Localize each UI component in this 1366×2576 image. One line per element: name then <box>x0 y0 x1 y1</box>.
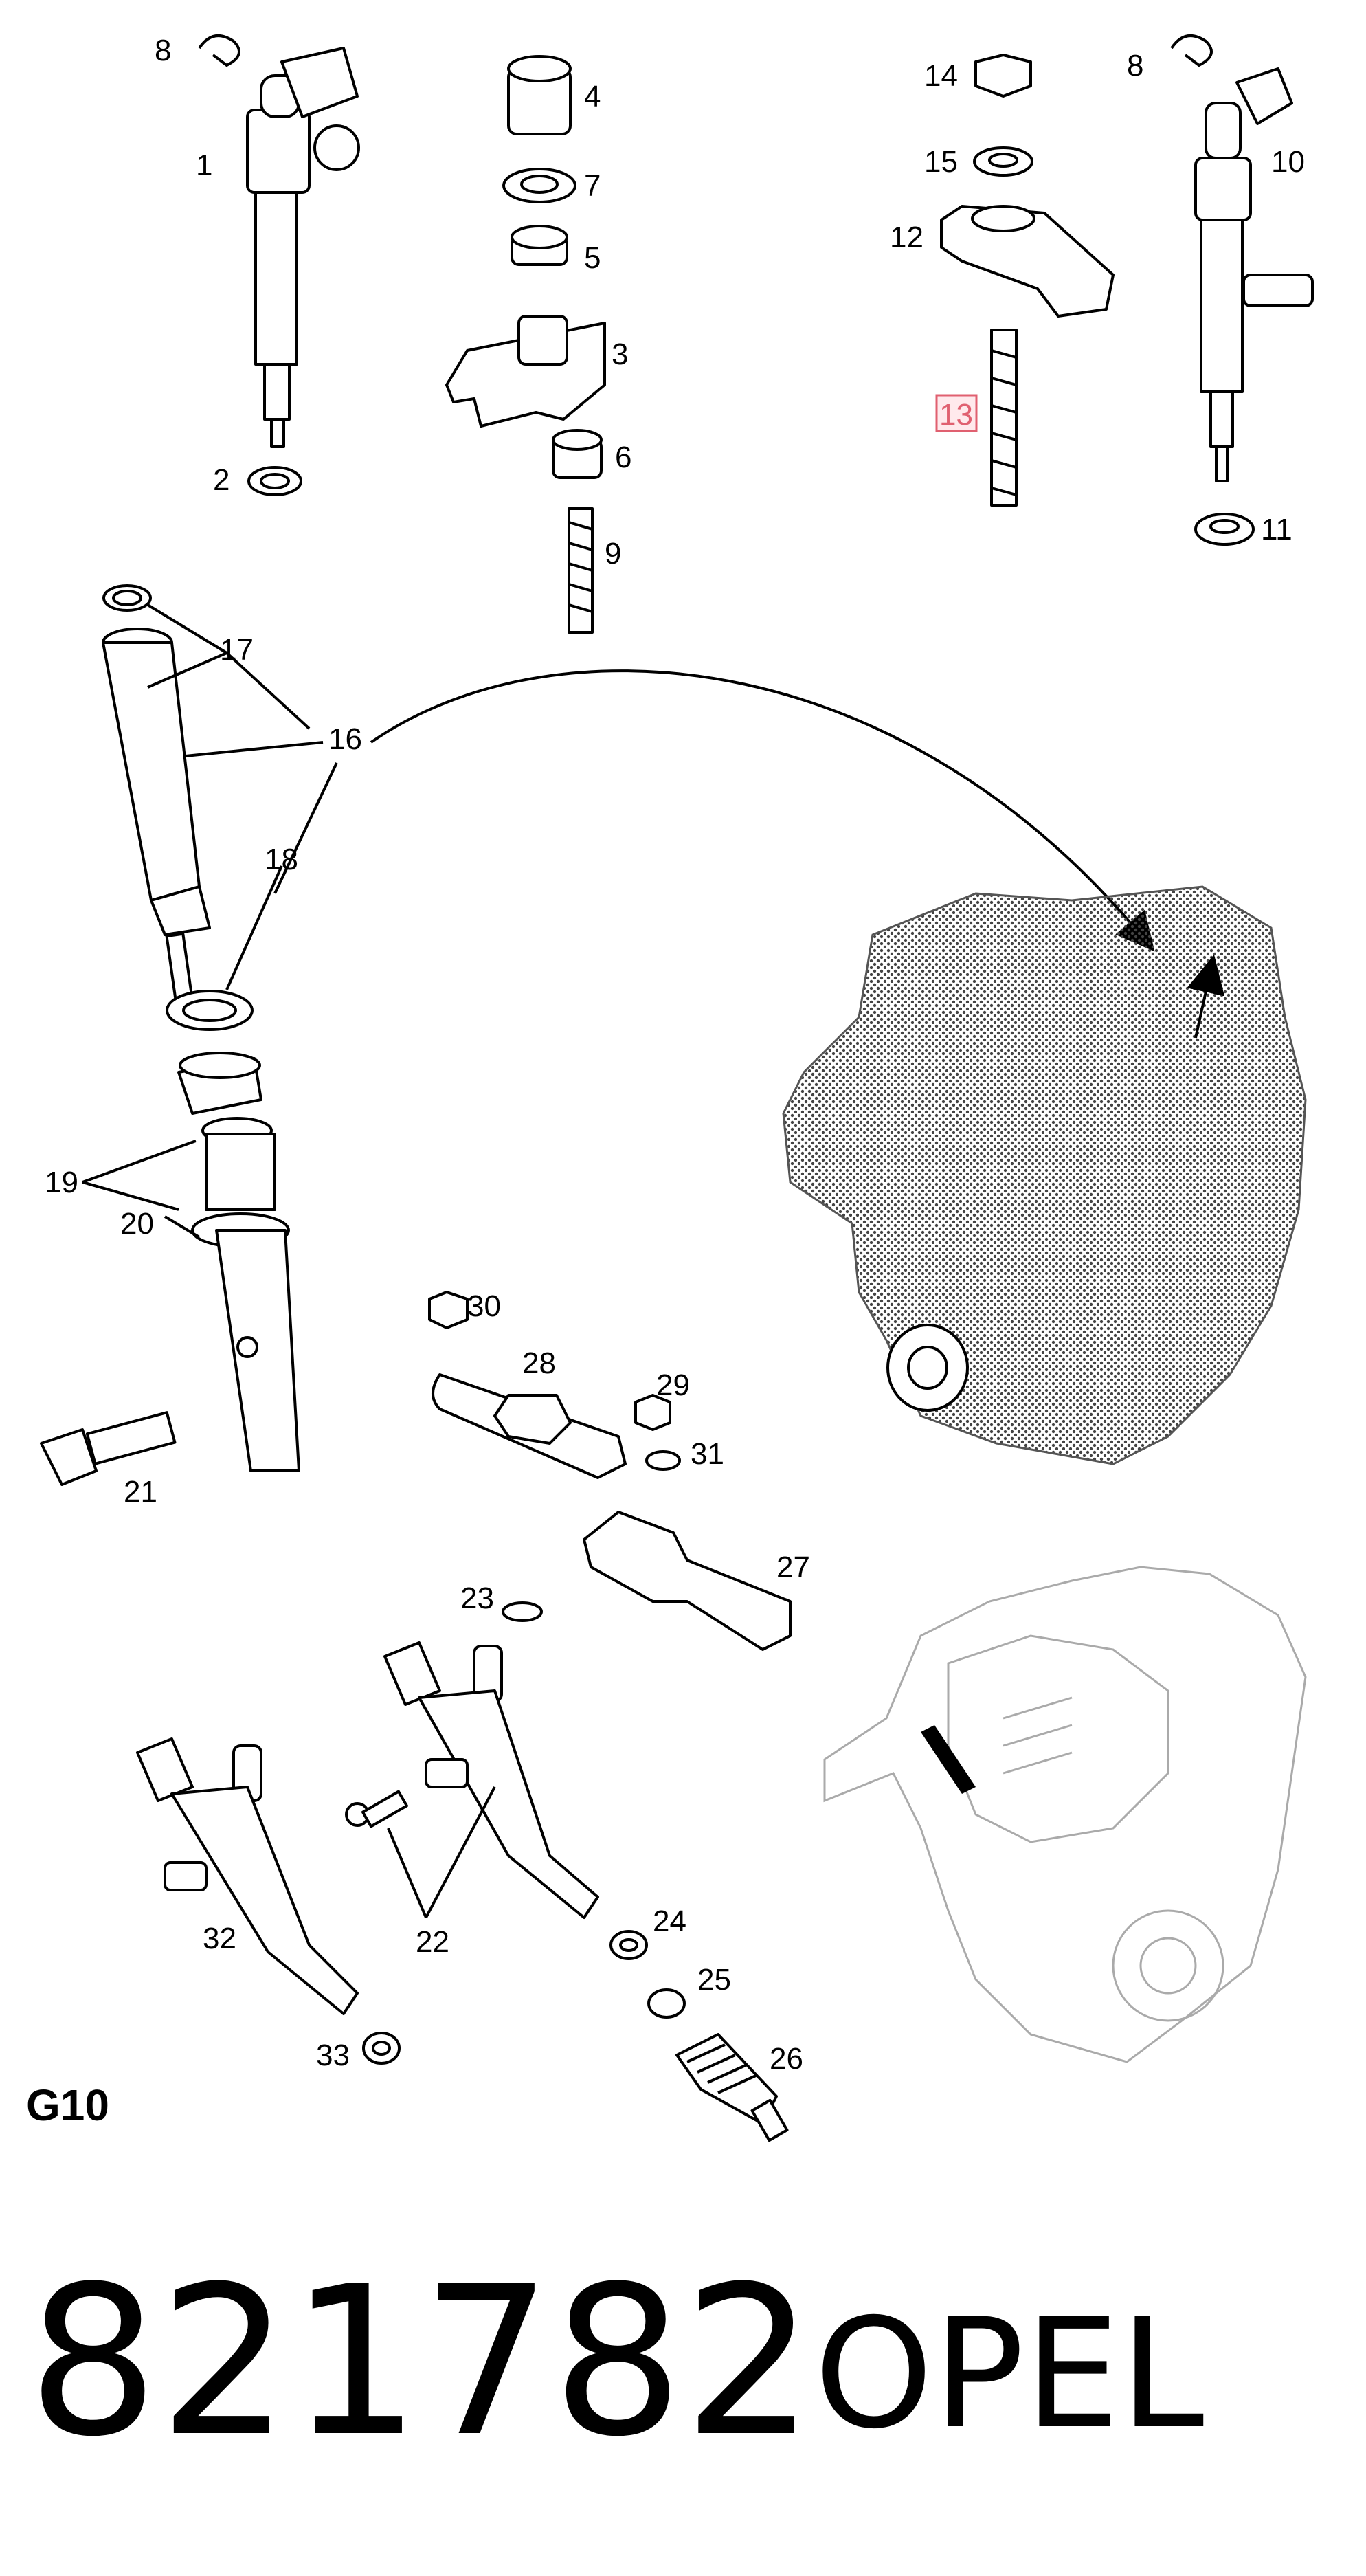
callout-31: 31 <box>691 1437 724 1471</box>
callout-18: 18 <box>265 843 298 876</box>
bolt-part-21 <box>40 1411 177 1486</box>
callout-13-highlight-box <box>935 394 978 432</box>
washer-part-2 <box>247 466 302 496</box>
washer-part-7 <box>502 168 576 203</box>
seal-part-18 <box>166 990 254 1031</box>
injector-part-32 <box>136 1737 359 2015</box>
clamp-part-27 <box>583 1511 792 1651</box>
clamp-part-3 <box>445 315 606 428</box>
leader-17 <box>146 603 228 689</box>
nut-part-14 <box>974 54 1032 98</box>
callout-20: 20 <box>120 1207 154 1241</box>
stud-part-13 <box>990 329 1018 507</box>
sleeve-part-20 <box>191 1117 300 1472</box>
callout-11: 11 <box>1261 513 1292 546</box>
leader-22 <box>387 1786 496 1918</box>
callout-8b: 8 <box>1127 49 1143 82</box>
stud-part-9 <box>568 507 594 634</box>
callout-32: 32 <box>203 1922 236 1955</box>
callout-25: 25 <box>697 1963 731 1997</box>
callout-13: 13 <box>939 398 973 432</box>
sleeve-ring <box>177 1052 262 1115</box>
arrow-to-engine <box>370 669 1155 952</box>
callout-9: 9 <box>605 537 621 570</box>
injector-part-10 <box>1194 67 1314 482</box>
brand-name: OPEL <box>814 2286 1204 2462</box>
spacer-part-6 <box>552 429 603 479</box>
injector-part-16 <box>102 628 211 1006</box>
callout-14: 14 <box>924 59 958 93</box>
callout-2: 2 <box>213 463 229 497</box>
injector-part-22 <box>383 1641 599 1919</box>
injector-part-1 <box>246 47 360 448</box>
section-code: G10 <box>26 2080 109 2130</box>
nut-part-30 <box>428 1291 469 1329</box>
callout-1: 1 <box>196 148 212 182</box>
callout-16: 16 <box>328 722 362 756</box>
bracket-part-28 <box>432 1373 627 1479</box>
callout-21: 21 <box>124 1475 157 1509</box>
washer-part-31 <box>645 1450 681 1471</box>
leader-16 <box>185 652 338 894</box>
clip-part-8a <box>198 34 240 67</box>
callout-24: 24 <box>653 1905 686 1938</box>
callout-28: 28 <box>522 1346 556 1380</box>
callout-27: 27 <box>776 1551 810 1584</box>
callout-17: 17 <box>220 633 254 667</box>
callout-33: 33 <box>316 2039 350 2072</box>
clamp-part-12 <box>940 205 1115 318</box>
nut-part-33 <box>362 2032 401 2065</box>
callout-15: 15 <box>924 145 958 179</box>
callout-26: 26 <box>770 2042 803 2076</box>
callout-7: 7 <box>584 169 601 203</box>
callout-6: 6 <box>615 441 631 474</box>
callout-3: 3 <box>612 337 628 371</box>
callout-8a: 8 <box>155 34 171 67</box>
engine-illustration-2 <box>823 1566 1307 2063</box>
callout-29: 29 <box>656 1368 690 1402</box>
oring-part-23 <box>502 1601 543 1622</box>
spacer-part-4 <box>507 55 572 135</box>
leader-18 <box>225 865 283 990</box>
part-number: 821782 <box>27 2242 814 2482</box>
callout-23: 23 <box>460 1581 494 1615</box>
spacer-part-5 <box>511 225 568 266</box>
leader-20 <box>164 1215 201 1239</box>
seal-part-17 <box>102 584 152 612</box>
callout-10: 10 <box>1271 145 1305 179</box>
seal-part-24 <box>609 1930 648 1960</box>
washer-part-15 <box>973 146 1033 177</box>
engine-illustration-1 <box>782 885 1307 1465</box>
clip-part-8b <box>1170 34 1213 67</box>
callout-30: 30 <box>467 1289 501 1323</box>
nut-part-29 <box>634 1394 671 1431</box>
leader-19 <box>82 1140 197 1211</box>
washer-part-11 <box>1194 513 1255 546</box>
callout-5: 5 <box>584 241 601 275</box>
sleeve-part-26 <box>675 2033 789 2142</box>
callout-22: 22 <box>416 1925 449 1959</box>
callout-12: 12 <box>890 221 923 254</box>
callout-4: 4 <box>584 80 601 113</box>
callout-19: 19 <box>45 1166 78 1199</box>
screw-part-22 <box>345 1790 408 1828</box>
oring-part-25 <box>647 1988 686 2019</box>
